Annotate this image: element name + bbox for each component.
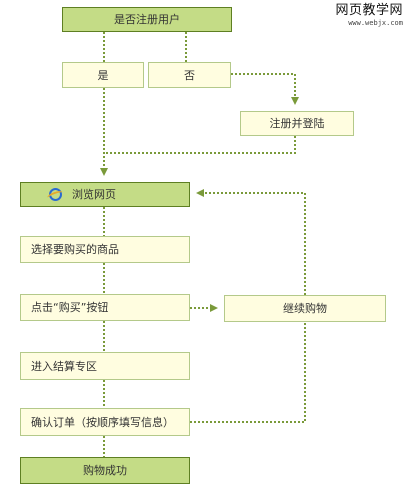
node-confirm-order: 确认订单（按顺序填写信息） (20, 408, 190, 436)
node-confirm-order-label: 确认订单（按顺序填写信息） (31, 415, 174, 429)
node-register-login-label: 注册并登陆 (269, 117, 325, 130)
watermark-title: 网页教学网 (335, 3, 403, 18)
node-click-buy: 点击“购买”按钮 (20, 294, 190, 321)
node-register-login: 注册并登陆 (240, 111, 354, 136)
connector-confirm-to-continue (190, 322, 306, 423)
node-browse-label: 浏览网页 (72, 188, 116, 201)
node-select-product: 选择要购买的商品 (20, 236, 190, 263)
node-no-label: 否 (184, 68, 195, 82)
node-yes-label: 是 (97, 68, 109, 82)
node-is-registered: 是否注册用户 (62, 7, 232, 32)
node-success-label: 购物成功 (83, 464, 127, 477)
node-select-product-label: 选择要购买的商品 (31, 243, 119, 256)
node-continue-shopping-label: 继续购物 (283, 302, 327, 315)
node-yes: 是 (62, 62, 144, 88)
node-click-buy-label: 点击“购买”按钮 (31, 301, 109, 314)
node-is-registered-label: 是否注册用户 (114, 13, 180, 26)
connector-continue-to-browse (196, 189, 306, 295)
node-browse: 浏览网页 (20, 182, 190, 207)
node-continue-shopping: 继续购物 (224, 295, 386, 322)
connector-register-merge (104, 136, 296, 154)
watermark: 网页教学网 www.webjx.com (335, 3, 403, 27)
ie-icon (49, 188, 62, 201)
connector-no-to-register (231, 73, 299, 105)
node-no: 否 (148, 62, 231, 88)
node-checkout-label: 进入结算专区 (31, 359, 97, 373)
node-checkout: 进入结算专区 (20, 352, 190, 380)
node-success: 购物成功 (20, 457, 190, 484)
watermark-url: www.webjx.com (348, 18, 403, 27)
